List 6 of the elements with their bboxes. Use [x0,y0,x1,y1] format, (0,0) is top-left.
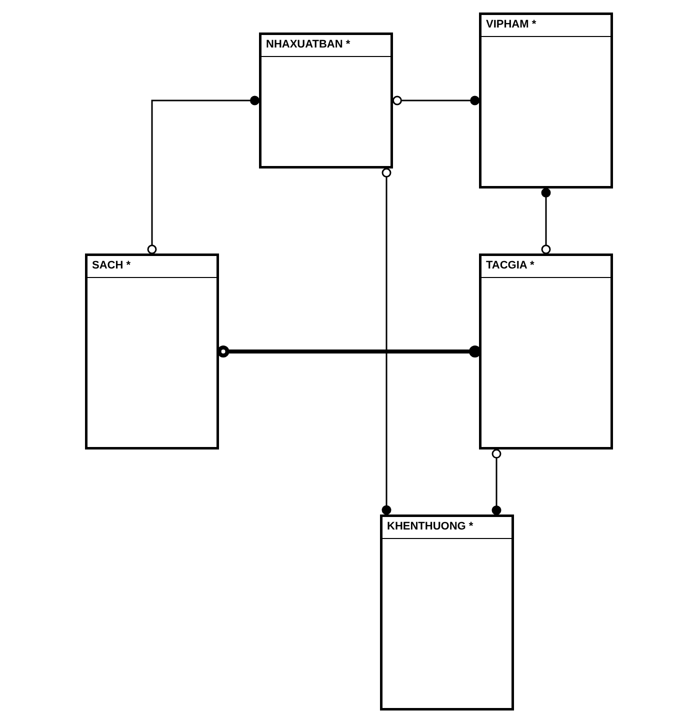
connector [147,96,260,254]
connector [382,168,392,515]
connector [492,449,502,516]
connector [541,188,551,254]
connector [392,96,480,106]
connector [217,346,481,358]
